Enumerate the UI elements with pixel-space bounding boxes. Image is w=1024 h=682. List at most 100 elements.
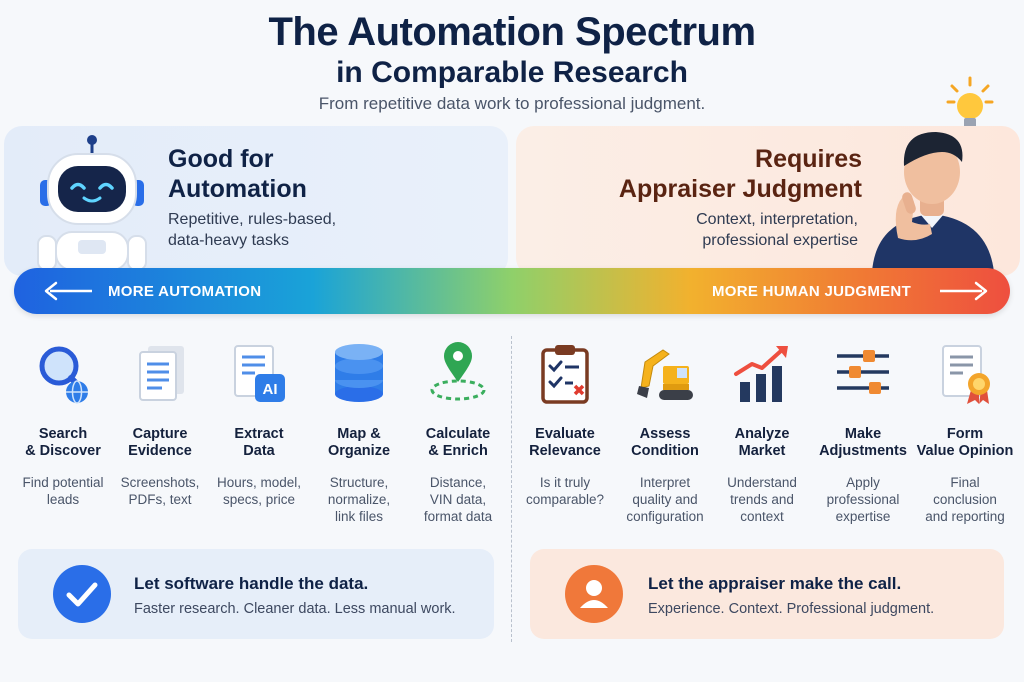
sliders-icon [837, 350, 889, 394]
ai-document-icon: AI [234, 345, 285, 402]
step-name-line1: Calculate [425, 426, 491, 442]
more-automation-label: MORE AUTOMATION [108, 283, 262, 300]
step-name-line2: Condition [631, 443, 699, 459]
step-name-line1: Analyze [734, 426, 790, 442]
step-desc: Distance, VIN data, format data [406, 474, 510, 525]
check-circle-icon [53, 565, 111, 623]
step-name-line2: Organize [327, 443, 391, 459]
step-desc: Understand trends and context [710, 474, 814, 525]
appraiser-callout-title: Let the appraiser make the call. [648, 574, 902, 593]
step-name-line2: Value Opinion [916, 443, 1014, 459]
svg-text:AI: AI [263, 381, 278, 398]
step-desc-line3: and reporting [925, 509, 1005, 524]
automation-spectrum-bar [14, 268, 1010, 314]
step-desc-line2: leads [46, 492, 80, 507]
step-desc-line2: quality and [632, 492, 698, 507]
database-icon [335, 344, 383, 402]
step-desc-line3: configuration [626, 509, 704, 524]
step-desc-line2: conclusion [933, 492, 997, 507]
trend-chart-icon [734, 346, 788, 402]
appraiser-callout-text: Experience. Context. Professional judgme… [648, 601, 935, 617]
step-calculate-enrich: Calculate& Enrich Distance,VIN data,form… [406, 342, 510, 524]
step-name-line2: Adjustments [819, 443, 907, 459]
arrow-left-icon [44, 281, 92, 301]
step-name-line1: Extract [234, 426, 284, 442]
page-title-line2: in Comparable Research [336, 56, 688, 89]
step-desc: Screenshots, PDFs, text [108, 474, 212, 508]
software-callout-text: Faster research. Cleaner data. Less manu… [134, 601, 456, 617]
step-search-discover: Search& Discover Find potential leads [11, 342, 115, 512]
step-desc-line1: Understand [727, 475, 797, 490]
step-desc-line2: PDFs, text [128, 492, 192, 507]
step-desc: Interpret quality and configuration [613, 474, 717, 525]
step-name-line2: Data [243, 443, 275, 459]
step-desc-line2: VIN data, [429, 492, 487, 507]
excavator-icon [637, 349, 693, 400]
step-name-line2: & Discover [25, 443, 101, 459]
judgment-heading: Requires Appraiser Judgment [600, 144, 862, 204]
step-desc-line1: Distance, [429, 475, 487, 490]
step-desc-line3: context [740, 509, 784, 524]
step-desc-line3: format data [423, 509, 493, 524]
arrow-right-icon [940, 281, 988, 301]
step-name-line1: Assess [639, 426, 691, 442]
step-name-line1: Form [946, 426, 984, 442]
automation-desc-line1: Repetitive, rules-based, [168, 211, 337, 228]
step-name: Search& Discover [11, 426, 115, 460]
step-desc-line2: specs, price [222, 492, 296, 507]
page-subtitle: From repetitive data work to professiona… [318, 94, 706, 113]
step-desc: Find potential leads [11, 474, 115, 508]
step-desc-line1: Screenshots, [120, 475, 200, 490]
step-name-line1: Capture [132, 426, 188, 442]
step-name-line1: Map & [337, 426, 381, 442]
thinking-person-icon [872, 132, 994, 272]
section-divider [511, 336, 512, 642]
step-name-line1: Make [844, 426, 882, 442]
judgment-description: Context, interpretation, professional ex… [600, 209, 858, 251]
step-desc-line3: expertise [835, 509, 891, 524]
step-desc-line2: normalize, [327, 492, 391, 507]
step-map-organize: Map &Organize Structure, normalize, link f… [307, 342, 411, 524]
automation-heading: Good for Automation [168, 144, 307, 204]
more-human-judgment-label: MORE HUMAN JUDGMENT [712, 283, 912, 300]
step-desc-line1: Is it truly [539, 475, 591, 490]
user-circle-icon [565, 565, 623, 623]
step-name-line2: Evidence [128, 443, 192, 459]
magnifier-globe-icon [39, 346, 88, 404]
automation-desc-line2: data-heavy tasks [168, 232, 289, 249]
software-callout-title: Let software handle the data. [134, 574, 369, 593]
map-pin-route-icon [430, 342, 486, 401]
robot-icon [37, 135, 147, 270]
judgment-heading-line2: Appraiser Judgment [618, 175, 862, 203]
step-name: Map &Organize [307, 426, 411, 460]
automation-heading-line1: Good for [168, 145, 274, 173]
step-desc-line2: trends and [730, 492, 794, 507]
step-name-line1: Search [38, 426, 88, 442]
automation-description: Repetitive, rules-based, data-heavy task… [168, 209, 336, 251]
step-desc-line1: Find potential [22, 475, 104, 490]
step-desc-line1: Structure, [329, 475, 389, 490]
judgment-desc-line1: Context, interpretation, [696, 211, 858, 228]
certificate-icon [942, 345, 990, 404]
step-desc-line3: link files [334, 509, 383, 524]
document-icon [139, 346, 184, 401]
step-name-line2: Market [738, 443, 786, 459]
step-desc-line2: professional [826, 492, 900, 507]
automation-heading-line2: Automation [168, 175, 307, 203]
step-desc-line1: Interpret [639, 475, 691, 490]
step-name-line1: Evaluate [535, 426, 595, 442]
checklist-icon [541, 345, 589, 404]
